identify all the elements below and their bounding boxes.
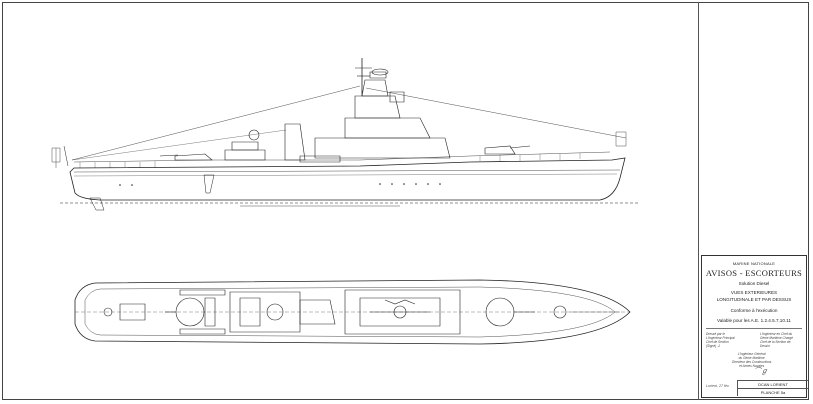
drawing-subtitle: Solution Diesel	[738, 281, 770, 286]
view-line-1: VUES EXTERIEURES	[730, 290, 778, 295]
hull-profile	[69, 157, 626, 201]
view-line-2: LONGITUDINALE ET PAR DESSUS	[716, 297, 792, 302]
bridge	[354, 95, 401, 119]
drawing-title: AVISOS - ESCORTEURS	[705, 268, 803, 278]
funnel-plan	[299, 299, 336, 325]
sheet-border	[2, 2, 809, 400]
forward-gun-mount	[484, 145, 516, 155]
date-note: Lorient, 27 fév.	[706, 384, 730, 388]
org-label: MARINE NATIONALE	[732, 261, 776, 266]
main-superstructure	[314, 137, 451, 159]
title-separator	[706, 328, 802, 329]
signature-left: Dressé par le L'Ingénieur Principal Chef…	[706, 332, 735, 348]
conform-note: Conforme à l'exécution	[730, 308, 778, 313]
signature-right: L'Ingénieur en Chef du Génie Maritime Ch…	[760, 332, 793, 348]
funnel	[284, 123, 306, 161]
searchlight	[248, 129, 260, 141]
plan-view	[74, 279, 631, 345]
department-label: DCAN LORIENT	[737, 380, 808, 388]
signature-mark: ⌒ℊ	[754, 367, 768, 375]
plate-number: PLANCHE 5a	[737, 388, 808, 396]
title-block: MARINE NATIONALE AVISOS - ESCORTEURS Sol…	[701, 255, 808, 398]
signature-center: L'Ingénieur Général du Génie Maritime Di…	[732, 352, 772, 368]
title-strip-divider	[698, 2, 699, 400]
profile-view	[51, 58, 640, 211]
validity-note: Valable pour les A.E. 1.2.4.5.7.10.11	[717, 318, 791, 323]
superstructure-plan	[344, 289, 461, 335]
aft-gun-mount	[174, 153, 213, 161]
